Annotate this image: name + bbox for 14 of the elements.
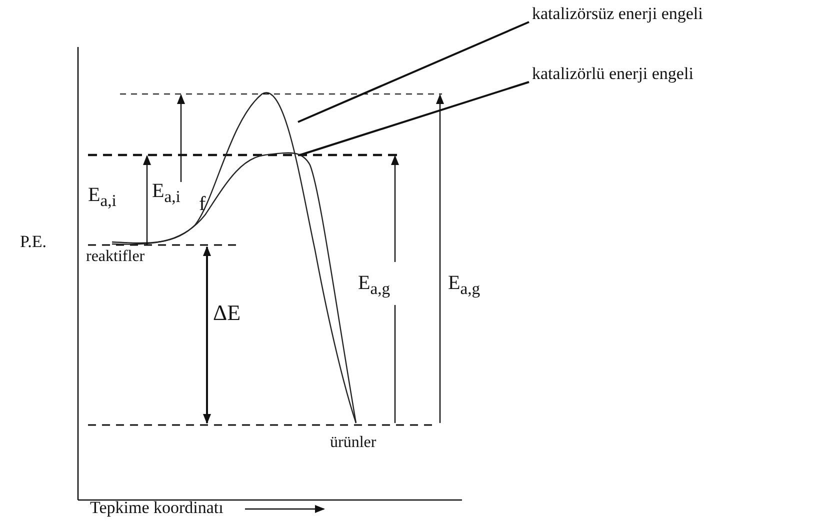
state-label: ürünler xyxy=(330,434,376,452)
energy-label: E$_{a,i}$ xyxy=(152,180,180,206)
leader-line xyxy=(298,21,530,123)
axis-label: Tepkime koordinatı xyxy=(90,498,224,518)
energy-label: E$_{a,g}$ xyxy=(358,272,390,298)
leader-line xyxy=(300,81,530,156)
energy-label: E$_{a,g}$ xyxy=(448,272,480,298)
energy-label: E$_{a,i}$ xyxy=(88,184,116,210)
energy-label: f xyxy=(199,193,206,216)
curve-label: katalizörlü enerji engeli xyxy=(532,64,694,84)
curve-label: katalizörsüz enerji engeli xyxy=(532,4,703,24)
axis-label: P.E. xyxy=(20,232,46,252)
energy-label: ΔE xyxy=(213,300,241,326)
state-label: reaktifler xyxy=(86,248,145,266)
